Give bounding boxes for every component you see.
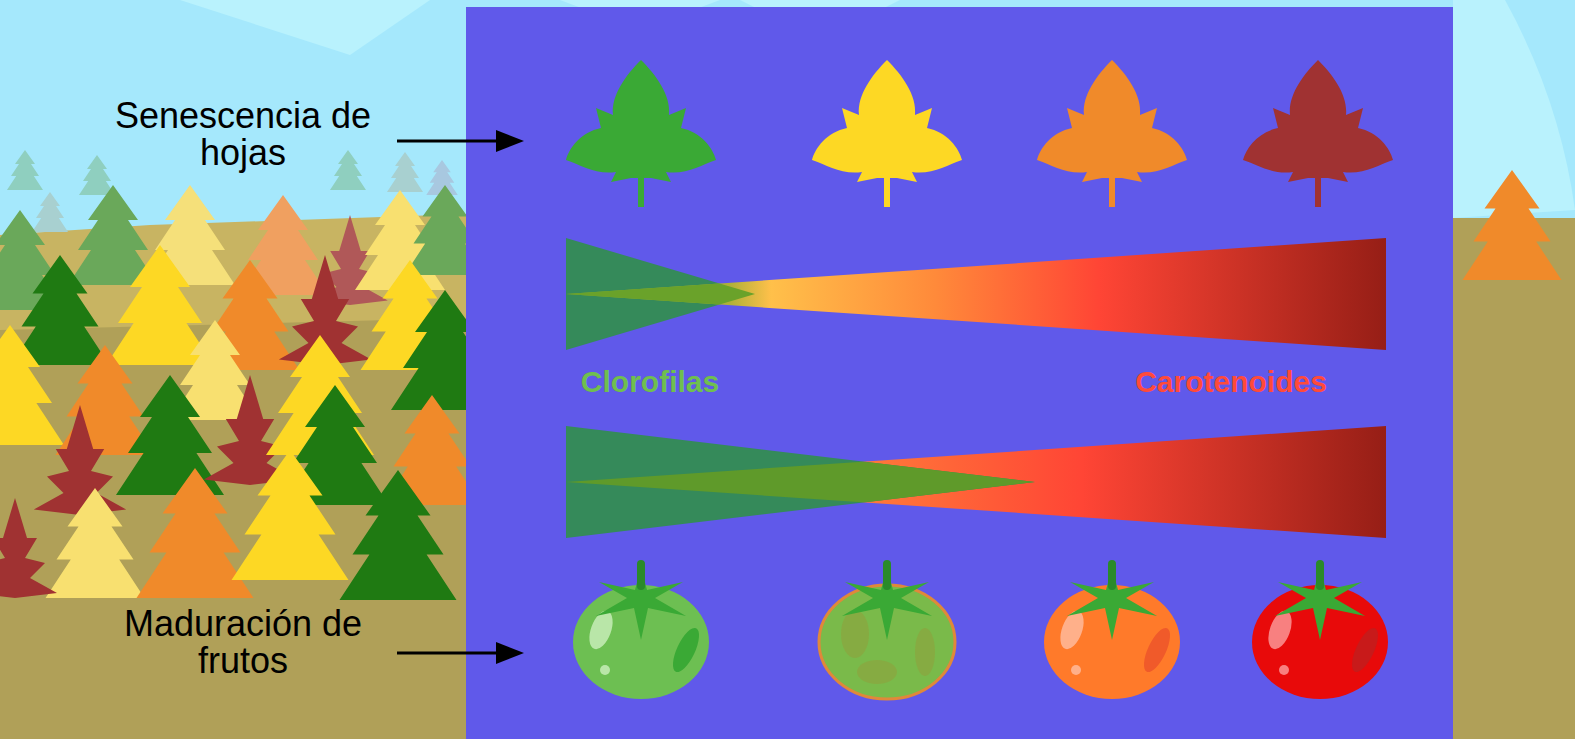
leaf-row-part: [566, 60, 716, 207]
tomato-row-part-part: [637, 560, 645, 590]
pigment-band-fruits: [566, 426, 1386, 538]
pointer-arrow: [397, 642, 524, 664]
tomato-row-part-part: [668, 624, 705, 675]
tomato-row-part-part: [600, 665, 610, 675]
leaf-row-part: [1037, 60, 1187, 207]
tomato-row-part: [1252, 560, 1388, 699]
forest-part: [116, 375, 224, 495]
pigment-band-fruits-part: [566, 426, 1386, 538]
pointer-arrow-part: [496, 642, 524, 664]
pointer-arrow-part: [397, 652, 500, 655]
tomato-row-part: [819, 560, 955, 699]
pigment-band-leaves: [566, 238, 1386, 350]
tomato-row-part-part: [841, 610, 869, 658]
leaf-row: [566, 60, 1393, 207]
forest-part: [330, 150, 366, 190]
stage-label: Maduración de frutos: [83, 605, 403, 679]
pigment-band-leaves-part: [566, 238, 1386, 350]
tomato-row-part-part: [1139, 624, 1176, 675]
tomato-row-part-part: [1347, 624, 1384, 675]
leaf-row-part: [812, 60, 962, 207]
tomato-row-part-part: [1279, 665, 1289, 675]
ground-part: [1453, 218, 1575, 739]
tomato-row-part: [573, 560, 709, 699]
tomato-row-part-part: [1108, 560, 1116, 590]
ground-part: [0, 318, 466, 739]
forest-part: [0, 498, 57, 598]
pigment-band-fruits-part: [566, 426, 1386, 538]
forest-part: [34, 405, 126, 515]
pigment-label: Carotenoides: [1091, 364, 1371, 400]
tomato-row-part-part: [857, 660, 897, 684]
tomato-row: [573, 560, 1388, 699]
ground-part: [0, 214, 466, 739]
pigment-band-leaves-part: [566, 238, 1386, 350]
leaf-row-part: [1243, 60, 1393, 207]
forest-part: [46, 488, 145, 598]
panel-part: [466, 7, 1453, 739]
forest-part: [0, 325, 64, 445]
forest-part: [387, 152, 423, 192]
tomato-row-part-part: [915, 628, 935, 676]
forest-part: [340, 470, 457, 600]
sky-part: [180, 0, 430, 55]
pointer-arrow-part: [397, 140, 500, 143]
stage-label: Senescencia de hojas: [83, 97, 403, 171]
panel: [466, 7, 1453, 739]
pointer-arrow-part: [496, 130, 524, 152]
tomato-row-part: [1044, 560, 1180, 699]
forest-part: [79, 155, 115, 195]
pigment-label: Clorofilas: [530, 364, 770, 400]
forest-part: [232, 450, 349, 580]
forest-part: [1463, 170, 1562, 280]
pointer-arrow: [397, 130, 524, 152]
tomato-row-part-part: [1316, 560, 1324, 590]
forest-part: [32, 192, 68, 232]
tomato-row-part-part: [883, 560, 891, 590]
forest-part: [7, 150, 43, 190]
tomato-row-part-part: [1071, 665, 1081, 675]
